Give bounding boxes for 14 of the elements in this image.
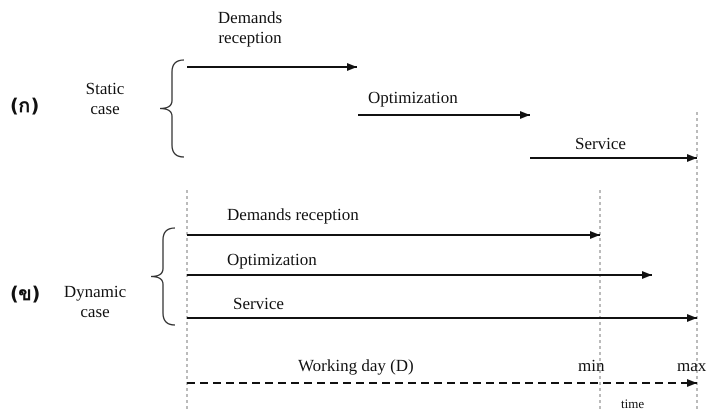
case-label: Dynamic case (62, 282, 128, 322)
panel-label: (ก) (10, 96, 40, 116)
bar-label: Service (233, 294, 284, 314)
axis-title: time (621, 395, 644, 409)
bar-label: Service (575, 134, 626, 154)
tick-label: min (578, 356, 604, 376)
case-label: Static case (84, 79, 126, 119)
bar-label: Optimization (227, 250, 317, 270)
bar-label: Optimization (368, 88, 458, 108)
panel-label: (ข) (10, 284, 40, 304)
bar-label: Demands reception (216, 8, 284, 48)
bar-label: Demands reception (227, 205, 359, 225)
tick-label: max (677, 356, 706, 376)
axis-label: Working day (D) (298, 356, 414, 376)
